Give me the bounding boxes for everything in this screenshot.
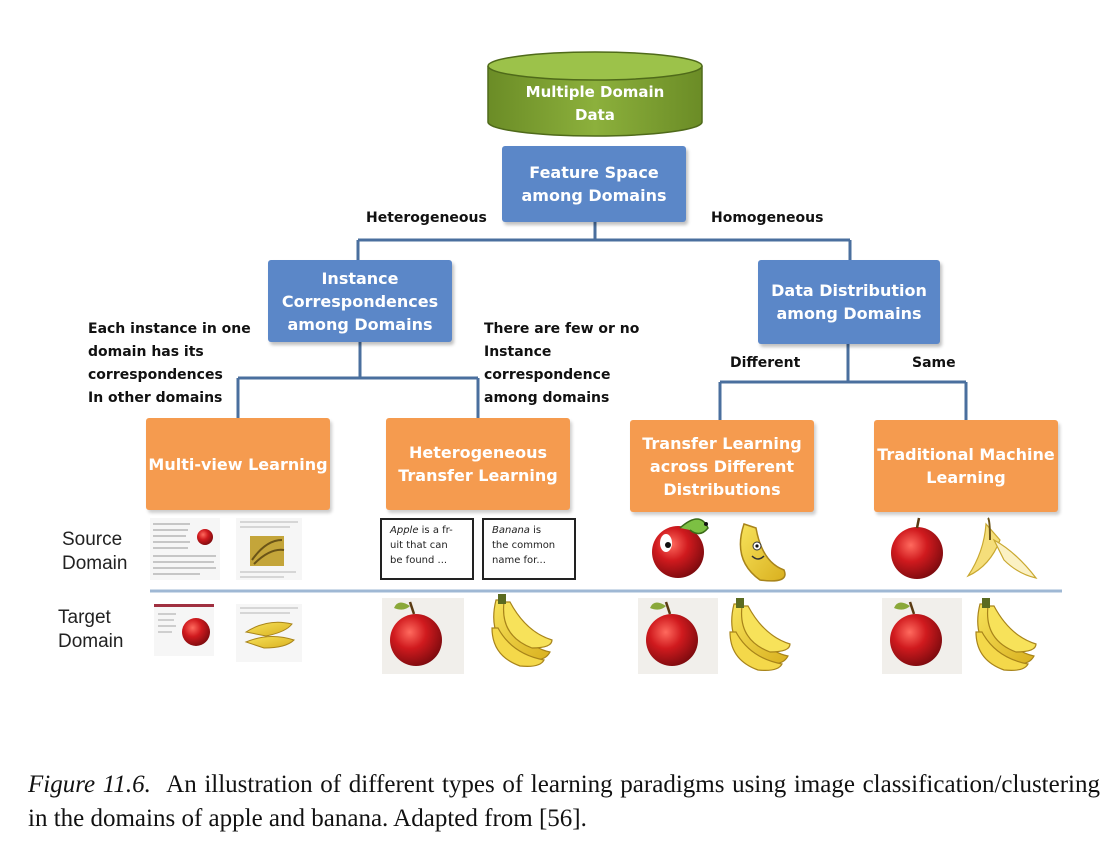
apple-description: is a fr- uit that can be found ... bbox=[390, 525, 453, 566]
leaf-multi-view-learning: Multi-view Learning bbox=[146, 418, 330, 510]
apple-text-card: Apple is a fr- uit that can be found ... bbox=[380, 518, 474, 580]
target-apple-photo-1 bbox=[382, 598, 464, 674]
figure-label: Figure 11.6. bbox=[28, 771, 151, 798]
instance-correspondences-node: Instance Correspondences among Domains bbox=[268, 260, 452, 342]
branch-label-same: Same bbox=[912, 355, 956, 371]
leaf-transfer-learning-across-distributions: Transfer Learning across Different Distr… bbox=[630, 420, 814, 512]
branch-label-few-instance: There are few or no Instance corresponde… bbox=[484, 321, 640, 406]
banana-description: is the common name for... bbox=[492, 525, 556, 566]
cartoon-apple-image bbox=[652, 518, 709, 578]
banana-term: Banana bbox=[492, 525, 530, 536]
source-apple-photo bbox=[891, 517, 943, 579]
cartoon-banana-image bbox=[739, 523, 786, 582]
banana-text-card: Banana is the common name for... bbox=[482, 518, 576, 580]
source-doc-apple-thumbnail bbox=[150, 518, 220, 580]
root-cylinder bbox=[487, 51, 703, 137]
leaf-traditional-machine-learning: Traditional Machine Learning bbox=[874, 420, 1058, 512]
target-domain-label: Target Domain bbox=[58, 607, 124, 652]
tree-connectors bbox=[236, 222, 968, 420]
source-doc-banana-thumbnail bbox=[236, 518, 302, 580]
figure-caption: Figure 11.6. An illustration of differen… bbox=[28, 768, 1100, 836]
branch-label-each-instance: Each instance in one domain has its corr… bbox=[88, 321, 251, 406]
apple-term: Apple bbox=[390, 525, 419, 536]
target-banana-photo-1 bbox=[491, 594, 553, 667]
peeled-banana-image bbox=[966, 517, 1038, 579]
source-domain-label: Source Domain bbox=[62, 529, 128, 574]
root-node-multiple-domain-data: Multiple Domain Data bbox=[525, 83, 665, 124]
branch-label-homogeneous: Homogeneous bbox=[711, 210, 824, 226]
feature-space-node: Feature Space among Domains bbox=[502, 146, 686, 222]
target-apple-photo-3 bbox=[882, 598, 962, 674]
target-apple-photo-2 bbox=[638, 598, 718, 674]
branch-label-heterogeneous: Heterogeneous bbox=[366, 210, 487, 226]
data-distribution-node: Data Distribution among Domains bbox=[758, 260, 940, 344]
leaf-heterogeneous-transfer-learning: Heterogeneous Transfer Learning bbox=[386, 418, 570, 510]
branch-label-different: Different bbox=[730, 355, 801, 371]
target-banana-photo-2 bbox=[729, 598, 791, 671]
target-doc-apple-thumbnail bbox=[154, 604, 214, 656]
caption-text: An illustration of different types of le… bbox=[28, 771, 1100, 832]
target-doc-banana-thumbnail bbox=[236, 604, 302, 662]
target-banana-photo-3 bbox=[975, 598, 1037, 671]
